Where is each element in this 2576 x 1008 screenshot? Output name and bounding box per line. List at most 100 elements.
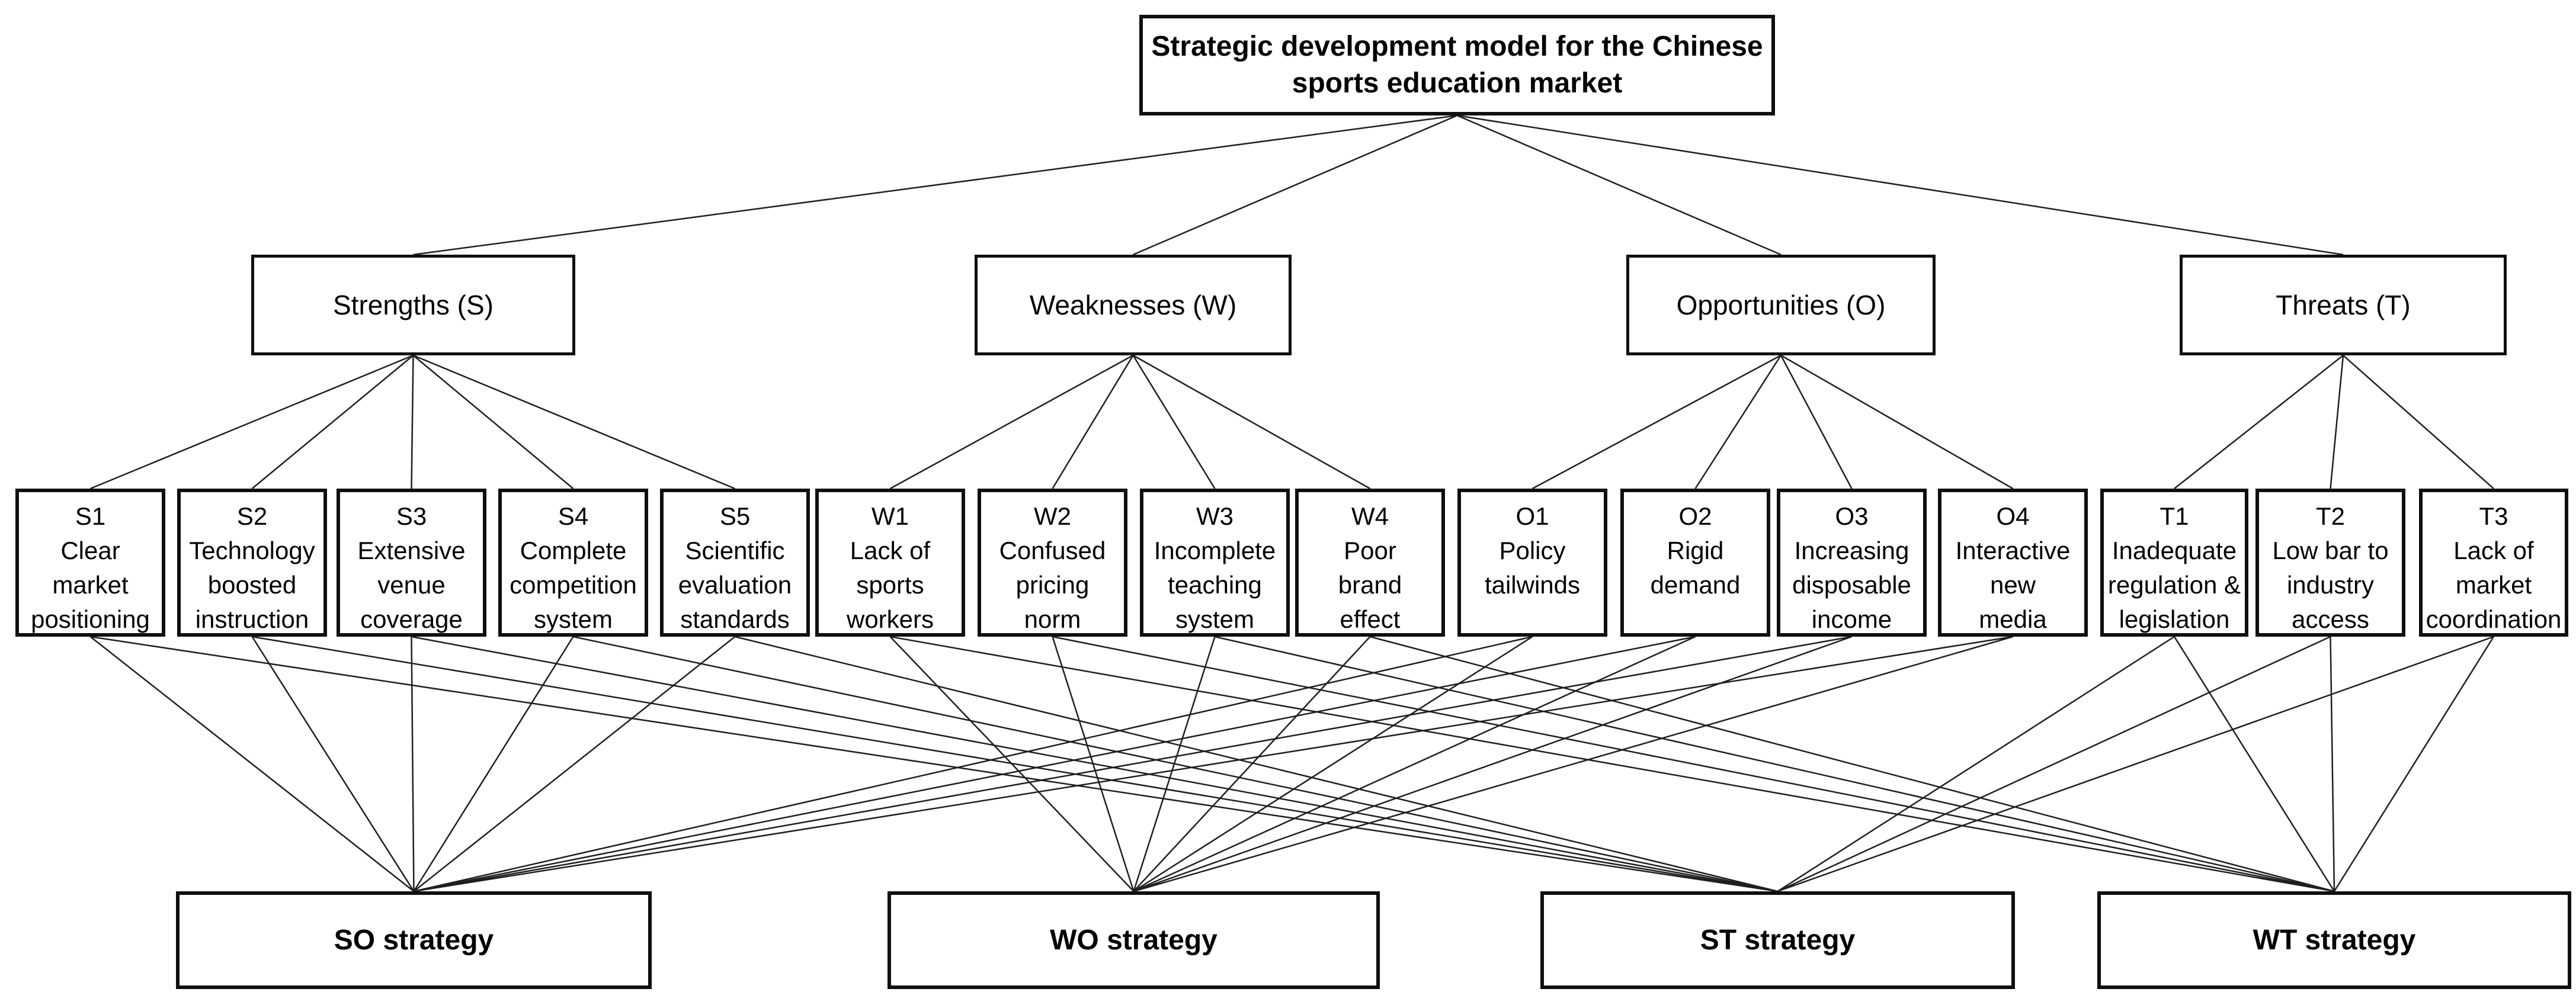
node-T2-label: T2 xyxy=(2315,502,2345,530)
node-W4-label: brand xyxy=(1338,571,1402,599)
node-S2-label: instruction xyxy=(195,605,309,633)
node-T3-label: T3 xyxy=(2479,502,2508,530)
edge-S-S2 xyxy=(251,355,414,489)
edge-O-O2 xyxy=(1694,355,1782,489)
edge-O1-WO xyxy=(1133,635,1533,893)
node-S3-label: S3 xyxy=(396,502,427,530)
edge-T3-ST xyxy=(1777,635,2494,893)
node-S2-label: S2 xyxy=(236,502,268,530)
node-W4-label: W4 xyxy=(1351,502,1389,530)
node-W2-label: pricing xyxy=(1015,571,1090,599)
edge-S3-ST xyxy=(411,635,1778,893)
node-S5-label: evaluation xyxy=(678,571,792,599)
edge-W1-WT xyxy=(890,635,2335,893)
node-WT-label: WT strategy xyxy=(2253,924,2416,956)
node-O: Opportunities (O) xyxy=(1626,255,1936,355)
edge-W4-WO xyxy=(1133,636,1371,892)
edge-S2-ST xyxy=(252,635,1778,893)
edge-W2-WT xyxy=(1052,635,2335,893)
node-W1-label: workers xyxy=(846,605,934,633)
edge-S3-SO xyxy=(411,636,415,892)
node-SO-label: SO strategy xyxy=(334,924,494,956)
edge-W-W4 xyxy=(1132,354,1371,490)
node-W: Weaknesses (W) xyxy=(975,255,1292,355)
node-W2-label: Confused xyxy=(999,537,1106,564)
edge-T2-ST xyxy=(1777,635,2331,893)
node-T1-label: regulation & xyxy=(2107,571,2241,599)
edge-O2-SO xyxy=(414,635,1696,893)
edge-S-S4 xyxy=(412,355,574,489)
edge-S4-SO xyxy=(413,636,574,892)
node-ST-label: ST strategy xyxy=(1700,924,1856,956)
node-O3-label: disposable xyxy=(1792,571,1911,599)
node-WT: WT strategy xyxy=(2097,891,2571,989)
node-S1-label: S1 xyxy=(75,502,106,530)
node-S5-label: standards xyxy=(680,605,790,633)
edge-S1-ST xyxy=(90,635,1778,893)
node-ST: ST strategy xyxy=(1540,891,2015,989)
node-S5-label: Scientific xyxy=(685,537,785,564)
node-root: Strategic development model for the Chin… xyxy=(1139,15,1775,115)
edge-S5-ST xyxy=(735,635,1778,893)
edge-O-O3 xyxy=(1780,355,1853,489)
edge-S4-ST xyxy=(573,635,1778,893)
edge-root-O xyxy=(1457,114,1782,256)
node-O2-label: O2 xyxy=(1678,502,1712,530)
node-W1-label: Lack of xyxy=(850,537,931,564)
edge-O3-SO xyxy=(414,635,1852,893)
edge-O2-WO xyxy=(1133,635,1696,893)
node-W2-label: norm xyxy=(1024,605,1081,633)
edge-T3-WT xyxy=(2333,636,2495,892)
node-S-label: Strengths (S) xyxy=(333,290,494,320)
node-T3-label: coordination xyxy=(2426,605,2562,633)
node-O4-label: media xyxy=(1979,605,2047,633)
node-root-label: sports education market xyxy=(1292,68,1623,99)
node-O3-label: income xyxy=(1811,605,1892,633)
node-T1-label: T1 xyxy=(2160,502,2189,530)
node-S: Strengths (S) xyxy=(251,255,575,355)
edge-T-T2 xyxy=(2330,355,2344,489)
node-S4-label: S4 xyxy=(558,502,589,530)
node-S4-label: Complete xyxy=(520,537,627,564)
node-W-label: Weaknesses (W) xyxy=(1029,290,1237,320)
edge-O4-WO xyxy=(1133,635,2013,893)
node-T2-label: Low bar to xyxy=(2272,537,2389,564)
node-T2-label: industry xyxy=(2286,571,2375,599)
node-T-label: Threats (T) xyxy=(2276,290,2411,320)
edge-W3-WT xyxy=(1215,635,2335,893)
node-W3-label: W3 xyxy=(1196,502,1233,530)
edge-root-S xyxy=(413,114,1457,256)
edge-S5-SO xyxy=(413,636,736,892)
node-S1-label: positioning xyxy=(31,605,150,633)
node-T3-label: Lack of xyxy=(2453,537,2534,564)
node-W1-label: W1 xyxy=(872,502,909,530)
node-W4-label: effect xyxy=(1340,605,1401,633)
node-O2-label: Rigid xyxy=(1667,537,1724,564)
node-W4-label: Poor xyxy=(1344,537,1396,564)
node-W3-label: system xyxy=(1175,605,1254,633)
node-S3-label: venue xyxy=(377,571,446,599)
edge-root-W xyxy=(1133,114,1457,256)
node-S3-label: Extensive xyxy=(357,537,466,564)
node-O4-label: new xyxy=(1989,571,2036,599)
node-O3-label: O3 xyxy=(1835,502,1869,530)
node-S2-label: Technology xyxy=(189,537,315,564)
node-W3-label: teaching xyxy=(1168,571,1262,599)
node-S1-label: Clear xyxy=(60,537,120,564)
node-WO: WO strategy xyxy=(887,891,1380,989)
edge-T1-WT xyxy=(2173,636,2335,892)
